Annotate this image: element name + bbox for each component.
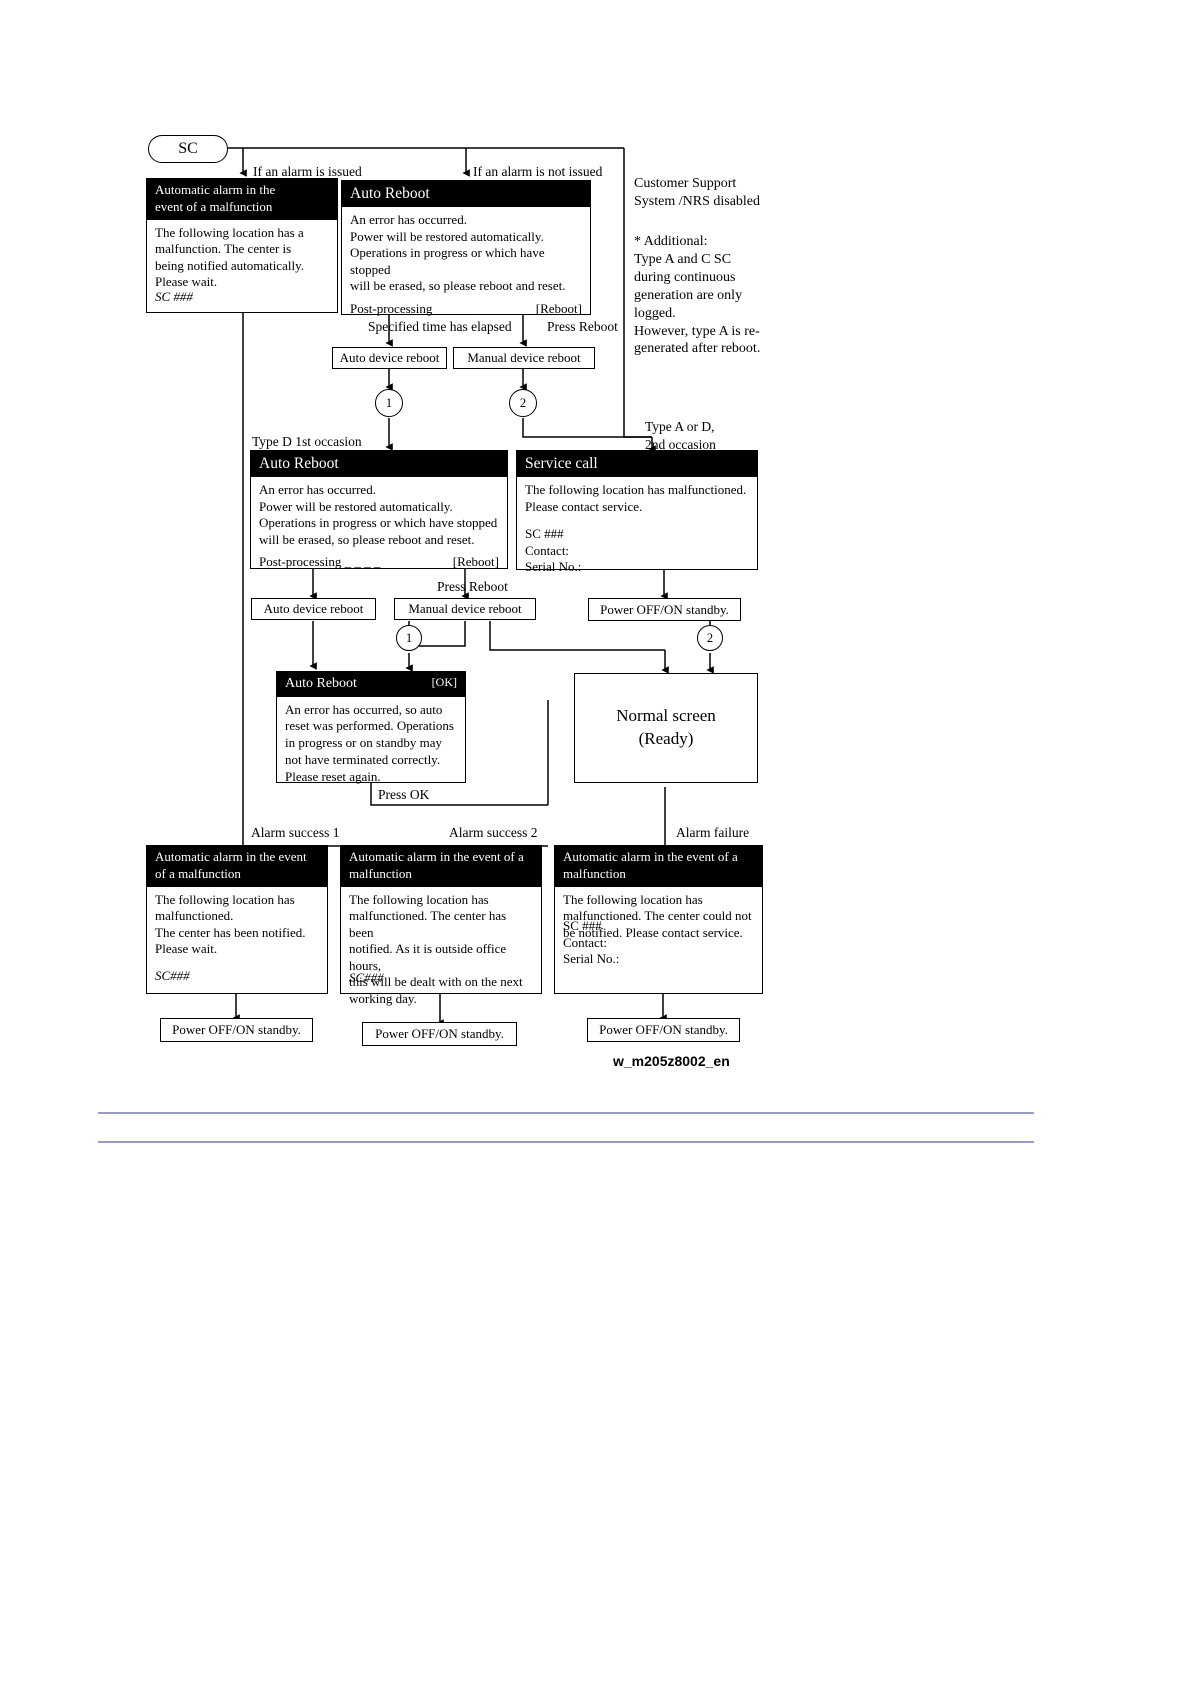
panel-sc-code: SC###	[155, 968, 190, 984]
panel-sc-code: SC ### Contact: Serial No.:	[525, 526, 582, 574]
process-label: Power OFF/ON standby.	[599, 1022, 728, 1037]
connector-label: 1	[405, 630, 413, 645]
diagram-id-label: w_m205z8002_en	[613, 1053, 730, 1069]
side-note-heading: Customer Support System /NRS disabled	[634, 176, 761, 209]
connector-label: 2	[706, 630, 714, 645]
process-power-standby-top: Power OFF/ON standby.	[588, 598, 741, 621]
panel-body: The following location has malfunctioned…	[563, 891, 752, 940]
connector-label: 1	[385, 395, 393, 410]
panel-sc-code: SC ### Contact: Serial No.:	[563, 918, 620, 966]
edge-label-type-a-or-d: Type A or D, 2nd occasion	[645, 419, 716, 452]
process-manual-device-reboot-2: Manual device reboot	[394, 598, 536, 620]
panel-body: The following location has malfunctioned…	[155, 891, 306, 957]
normal-screen-line2: (Ready)	[638, 729, 694, 748]
panel-body: The following location has a malfunction…	[155, 224, 304, 290]
panel-alarm-success-2: Automatic alarm in the event of a malfun…	[340, 845, 542, 1006]
process-label: Power OFF/ON standby.	[600, 601, 729, 617]
panel-foot-right: [Reboot]	[535, 300, 582, 316]
panel-body: An error has occurred. Power will be res…	[259, 482, 498, 547]
panel-alarm-success-1: Automatic alarm in the event of a malfun…	[146, 845, 328, 994]
edge-label-alarm-success-1: Alarm success 1	[251, 825, 340, 840]
panel-footer: Post-processing _ _ _ _ [Reboot]	[342, 301, 590, 322]
footer-rule-top	[98, 1112, 1034, 1114]
edge-label-type-d-first: Type D 1st occasion	[252, 434, 362, 449]
connector-circle-one-a: 1	[375, 389, 403, 417]
process-power-standby-3: Power OFF/ON standby.	[587, 1018, 740, 1042]
panel-foot-left: Post-processing _ _ _ _	[350, 300, 472, 316]
start-terminal-sc: SC	[148, 135, 228, 163]
process-power-standby-2: Power OFF/ON standby.	[362, 1022, 517, 1046]
connector-label: 2	[519, 395, 527, 410]
panel-auto-reboot-mid: Auto Reboot An error has occurred. Power…	[250, 450, 508, 569]
process-label: Power OFF/ON standby.	[375, 1026, 504, 1041]
panel-foot-right: [Reboot]	[452, 554, 499, 570]
process-auto-device-reboot-2: Auto device reboot	[251, 598, 376, 620]
panel-title: Auto Reboot	[342, 181, 590, 208]
start-terminal-label: SC	[178, 140, 198, 157]
edge-label-alarm-issued: If an alarm is issued	[253, 164, 362, 179]
edge-label-specified-time: Specified time has elapsed	[368, 319, 512, 334]
panel-title: Auto Reboot	[285, 676, 357, 691]
edge-label-press-reboot-2: Press Reboot	[437, 579, 508, 594]
side-note-body: * Additional: Type A and C SC during con…	[634, 234, 761, 357]
panel-title: Automatic alarm in the event of a malfun…	[341, 846, 541, 887]
panel-body: An error has occurred. Power will be res…	[350, 212, 566, 294]
panel-auto-reboot-ok: Auto Reboot [OK] An error has occurred, …	[276, 671, 466, 784]
process-label: Auto device reboot	[263, 601, 364, 616]
edge-label-alarm-success-2: Alarm success 2	[449, 825, 538, 840]
process-label: Manual device reboot	[408, 601, 522, 616]
panel-auto-reboot-top: Auto Reboot An error has occurred. Power…	[341, 180, 591, 316]
panel-automatic-alarm-top: Automatic alarm in the event of a malfun…	[146, 178, 338, 313]
normal-screen-line1: Normal screen	[616, 706, 716, 726]
edge-label-press-reboot-1: Press Reboot	[547, 319, 618, 334]
panel-title: Automatic alarm in the event of a malfun…	[555, 846, 762, 887]
panel-body: The following location has malfunctioned…	[525, 482, 747, 514]
process-normal-screen: Normal screen (Ready)	[574, 673, 758, 783]
panel-body: An error has occurred, so auto reset was…	[285, 701, 454, 785]
connector-circle-two-b: 2	[697, 625, 723, 651]
panel-footer: Post-processing _ _ _ _ [Reboot]	[251, 554, 507, 575]
panel-sc-code: SC ###	[155, 289, 193, 305]
process-auto-device-reboot-1: Auto device reboot	[332, 347, 447, 369]
panel-title: Service call	[517, 451, 757, 478]
connector-circle-one-b: 1	[396, 625, 422, 651]
panel-title-ok: [OK]	[431, 675, 457, 689]
panel-alarm-failure: Automatic alarm in the event of a malfun…	[554, 845, 763, 994]
process-label: Power OFF/ON standby.	[172, 1022, 301, 1037]
panel-sc-code: SC###	[349, 970, 384, 986]
process-label: Auto device reboot	[339, 350, 440, 365]
edge-label-press-ok: Press OK	[378, 787, 430, 802]
panel-title: Automatic alarm in the event of a malfun…	[147, 179, 337, 220]
panel-service-call: Service call The following location has …	[516, 450, 758, 574]
connector-circle-two-a: 2	[509, 389, 537, 417]
process-power-standby-1: Power OFF/ON standby.	[160, 1018, 313, 1042]
process-label: Manual device reboot	[467, 350, 581, 365]
panel-foot-left: Post-processing _ _ _ _	[259, 554, 381, 570]
edge-label-alarm-not-issued: If an alarm is not issued	[473, 164, 603, 179]
panel-title: Auto Reboot	[251, 451, 507, 478]
footer-rule-bottom	[98, 1141, 1034, 1143]
panel-title-row: Auto Reboot [OK]	[277, 672, 465, 697]
edge-label-alarm-failure: Alarm failure	[676, 825, 750, 840]
process-manual-device-reboot-1: Manual device reboot	[453, 347, 595, 369]
panel-body: The following location has malfunctioned…	[349, 891, 523, 1006]
panel-title: Automatic alarm in the event of a malfun…	[147, 846, 327, 887]
